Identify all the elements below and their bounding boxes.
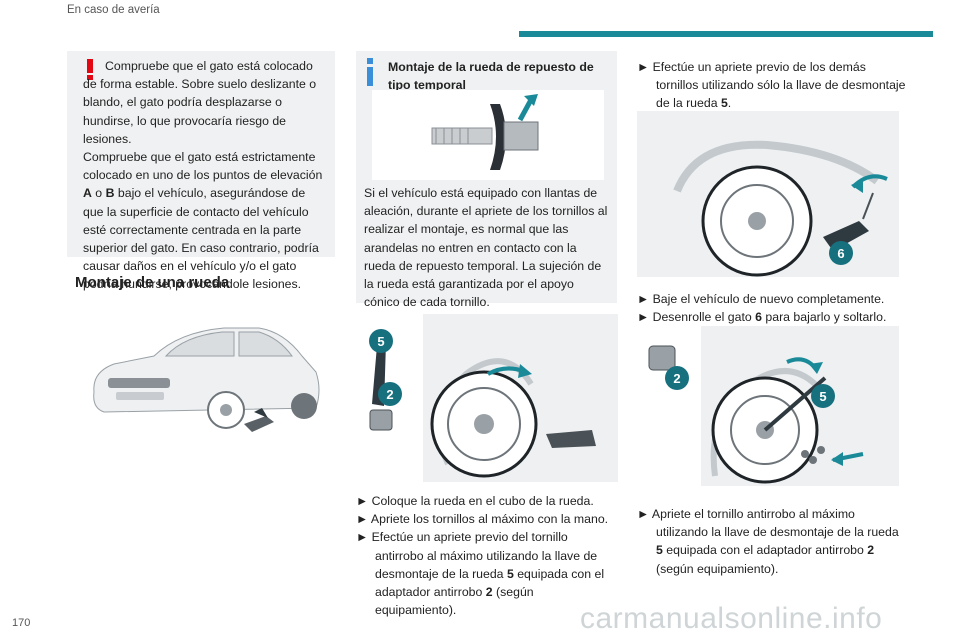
col3-top-ref-5: 5 <box>720 96 728 111</box>
callout-5-label: 5 <box>377 334 384 349</box>
watermark: carmanualsonline.info <box>580 602 883 635</box>
pre-tighten-others-text: ► Efectúe un apriete previo de los demás… <box>637 58 907 113</box>
warning-text-a: Compruebe que el gato está estrictamente… <box>83 150 323 183</box>
section-title: En caso de avería <box>67 4 160 16</box>
step3-ref-2: 2 <box>485 585 493 600</box>
step-place-wheel: ► Coloque la rueda en el cubo de la rued… <box>356 494 594 508</box>
col3-top-text-a: ► Efectúe un apriete previo de los demás… <box>637 60 906 111</box>
callout-5b-label: 5 <box>819 389 826 404</box>
step-lower-vehicle: ► Baje el vehículo de nuevo completament… <box>637 292 885 306</box>
warning-text-b: bajo el vehículo, asegurándose de que la… <box>83 186 319 292</box>
col3-bot-ref-2: 2 <box>867 543 875 558</box>
section-heading: Montaje de una rueda <box>75 274 230 291</box>
warning-text-o: o <box>91 186 106 201</box>
step3-text-a: ► Efectúe un apriete previo del tornillo… <box>356 530 598 581</box>
col3-top-text-b: . <box>727 96 732 111</box>
col3-mid-ref-6: 6 <box>755 310 762 325</box>
info-text: Si el vehículo está equipado con llantas… <box>364 186 608 310</box>
step-pre-tighten-antitheft: ► Efectúe un apriete previo del tornillo… <box>356 528 618 619</box>
lower-vehicle-steps: ► Baje el vehículo de nuevo completament… <box>637 290 907 326</box>
col3-bot-text-b: equipada con el adaptador antirrobo <box>662 543 868 558</box>
step-final-tighten: ► Apriete el tornillo antirrobo al máxim… <box>637 505 907 578</box>
col3-bot-text-c: (según equipamiento). <box>656 561 779 576</box>
lower-jack-illustration: 6 <box>637 111 899 277</box>
col3-mid-text-a: ► Desenrolle el gato <box>637 310 756 325</box>
step-pre-tighten-others: ► Efectúe un apriete previo de los demás… <box>637 58 907 113</box>
warning-paragraph-1: Compruebe que el gato está colocado de f… <box>83 59 317 146</box>
warning-text: Compruebe que el gato está colocado de f… <box>83 57 329 294</box>
warning-box <box>67 51 335 257</box>
point-b-label: B <box>105 186 115 201</box>
header-accent-bar <box>519 31 933 37</box>
step3-ref-5: 5 <box>506 566 514 581</box>
final-tighten-text: ► Apriete el tornillo antirrobo al máxim… <box>637 505 907 578</box>
bolt-washer-illustration <box>372 90 604 180</box>
info-title: Montaje de la rueda de repuesto de tipo … <box>388 60 594 93</box>
page-number: 170 <box>12 617 31 629</box>
callout-2-label: 2 <box>386 387 393 402</box>
warning-exclamation-icon <box>87 59 93 80</box>
col3-bot-ref-5: 5 <box>656 543 663 558</box>
callout-6-label: 6 <box>837 246 844 261</box>
wheel-fit-illustration: 5 2 <box>369 314 618 482</box>
col3-mid-text-b: para bajarlo y soltarlo. <box>761 310 887 325</box>
step3-text-c: (según equipamiento). <box>375 585 534 618</box>
step-unwind-jack: ► Desenrolle el gato 6 para bajarlo y so… <box>637 308 907 326</box>
car-jack-illustration <box>93 327 320 432</box>
callout-2b-label: 2 <box>673 371 680 386</box>
step3-text-b: equipada con el adaptador antirrobo <box>375 566 605 600</box>
final-tighten-illustration: 2 5 <box>648 326 899 486</box>
step-hand-tighten: ► Apriete los tornillos al máximo con la… <box>356 512 609 527</box>
point-a-label: A <box>83 186 92 201</box>
info-icon <box>367 58 373 86</box>
warning-paragraph-2: Compruebe que el gato está estrictamente… <box>83 148 329 294</box>
col3-bot-text-a: ► Apriete el tornillo antirrobo al máxim… <box>637 507 899 540</box>
wheel-fit-steps: ► Coloque la rueda en el cubo de la rued… <box>356 492 618 619</box>
